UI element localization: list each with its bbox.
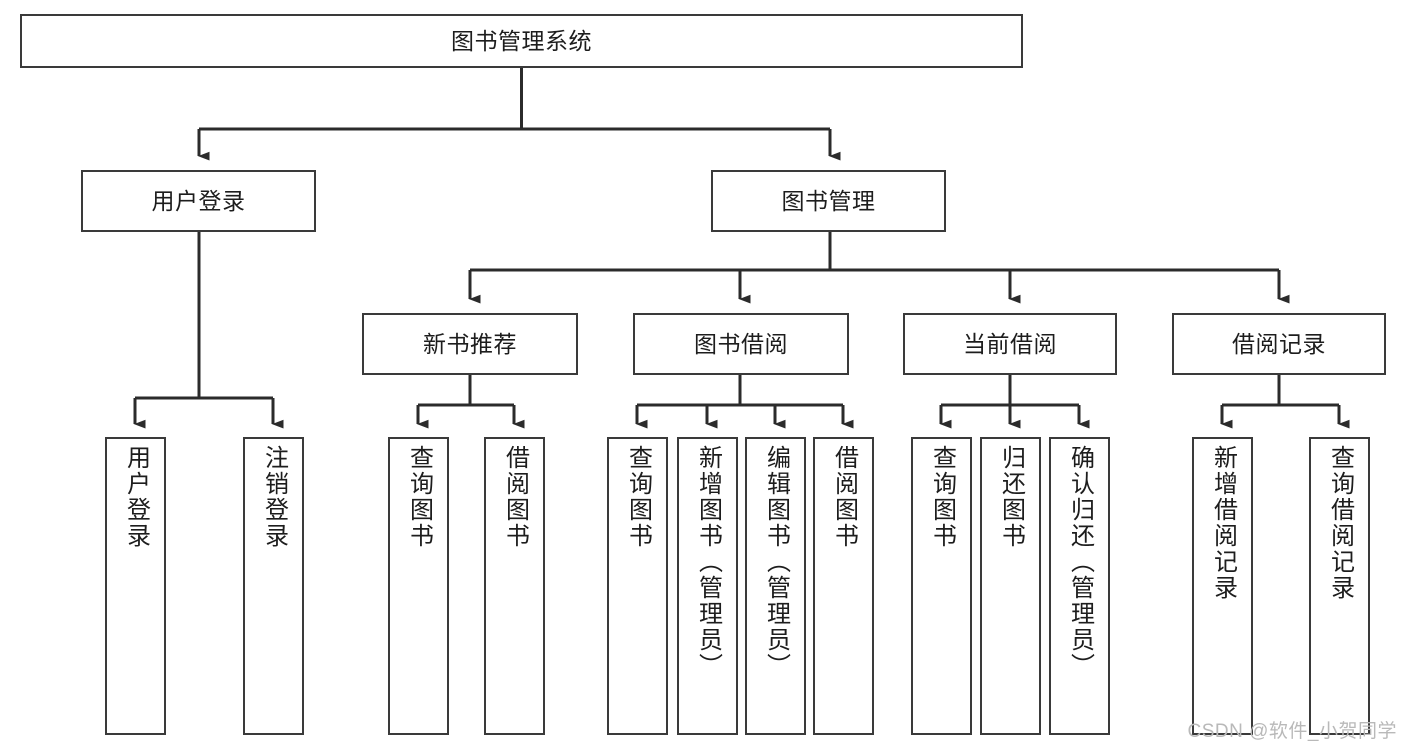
- leaf-current-query-books[interactable]: 查询图书: [911, 437, 972, 735]
- node-label: 新增借阅记录: [1209, 445, 1237, 601]
- node-label: 归还图书: [997, 445, 1025, 549]
- node-label: 图书管理系统: [451, 27, 592, 54]
- leaf-records-query-record[interactable]: 查询借阅记录: [1309, 437, 1370, 735]
- leaf-borrowing-query-books[interactable]: 查询图书: [607, 437, 668, 735]
- leaf-current-confirm-return-admin[interactable]: 确认归还（管理员）: [1049, 437, 1110, 735]
- node-label: 确认归还（管理员）: [1066, 445, 1094, 679]
- node-label: 当前借阅: [963, 330, 1057, 357]
- leaf-borrowing-edit-book-admin[interactable]: 编辑图书（管理员）: [745, 437, 806, 735]
- node-label: 注销登录: [260, 445, 288, 549]
- node-book-management[interactable]: 图书管理: [711, 170, 946, 232]
- node-label: 用户登录: [151, 187, 246, 214]
- node-label: 查询图书: [928, 445, 956, 549]
- leaf-borrowing-borrow-books[interactable]: 借阅图书: [813, 437, 874, 735]
- leaf-borrowing-add-book-admin[interactable]: 新增图书（管理员）: [677, 437, 738, 735]
- node-label: 查询图书: [624, 445, 652, 549]
- node-borrowing-records[interactable]: 借阅记录: [1172, 313, 1386, 375]
- leaf-new-book-borrow-books[interactable]: 借阅图书: [484, 437, 545, 735]
- node-label: 编辑图书（管理员）: [762, 445, 790, 679]
- node-user-login[interactable]: 用户登录: [81, 170, 316, 232]
- leaf-user-login-logout[interactable]: 注销登录: [243, 437, 304, 735]
- node-book-borrowing[interactable]: 图书借阅: [633, 313, 849, 375]
- node-label: 借阅图书: [830, 445, 858, 549]
- node-label: 新增图书（管理员）: [694, 445, 722, 679]
- node-current-borrowing[interactable]: 当前借阅: [903, 313, 1117, 375]
- leaf-records-add-record[interactable]: 新增借阅记录: [1192, 437, 1253, 735]
- leaf-user-login-login[interactable]: 用户登录: [105, 437, 166, 735]
- node-label: 图书管理: [781, 187, 876, 214]
- node-label: 图书借阅: [694, 330, 788, 357]
- node-label: 查询借阅记录: [1326, 445, 1354, 601]
- leaf-new-book-query-books[interactable]: 查询图书: [388, 437, 449, 735]
- node-label: 用户登录: [122, 445, 150, 549]
- node-label: 查询图书: [405, 445, 433, 549]
- leaf-current-return-books[interactable]: 归还图书: [980, 437, 1041, 735]
- node-label: 借阅图书: [501, 445, 529, 549]
- watermark-text: CSDN @软件_小贺同学: [1187, 721, 1397, 742]
- node-label: 借阅记录: [1232, 330, 1326, 357]
- node-label: 新书推荐: [423, 330, 517, 357]
- node-root-book-management-system[interactable]: 图书管理系统: [20, 14, 1023, 68]
- node-new-book-recommendation[interactable]: 新书推荐: [362, 313, 578, 375]
